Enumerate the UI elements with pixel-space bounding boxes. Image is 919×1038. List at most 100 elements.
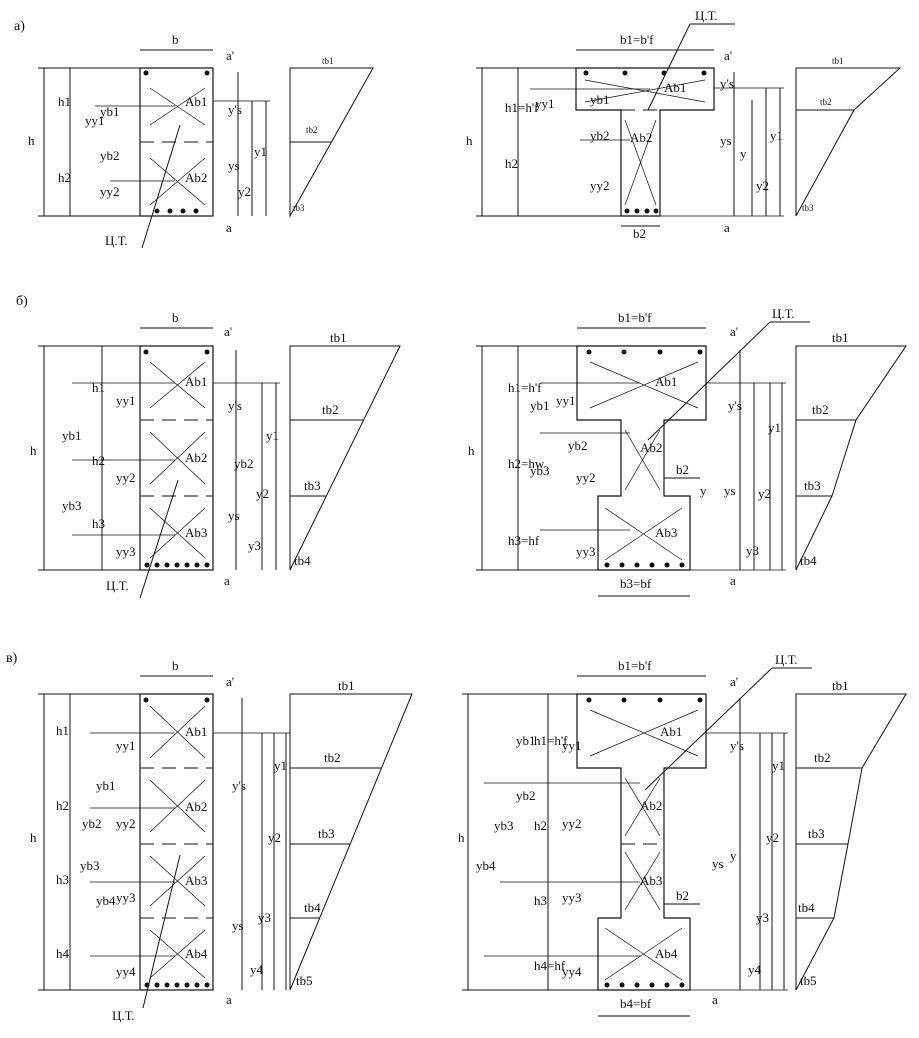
dim-label: y's [228,102,242,117]
dim-label: a' [724,48,732,63]
dim-label: h3 [56,872,69,887]
dim-label: h2 [505,156,518,171]
rebar-bottom [193,208,199,214]
rebar-bottom [664,982,670,988]
dim-label: a' [730,324,738,339]
dim-label: h2 [56,798,69,813]
panel-label-v: в) [6,651,18,666]
dim-label: h4 [56,946,70,961]
dim-label: yy3 [576,544,596,559]
stress-label: tb3 [293,203,305,213]
rebar-bottom [624,208,630,214]
dim-label: yy3 [562,890,582,905]
diag [589,709,699,757]
stress-label: tb5 [800,973,817,988]
width-label: b [172,658,179,673]
rebar-bottom [664,562,670,568]
stress-label: tb1 [832,330,849,345]
stress-label: tb2 [820,97,832,107]
stress-label: tb4 [798,900,815,915]
rebar-bottom [154,208,160,214]
area-label: Ab2 [185,799,207,814]
dim-label: yb2 [516,788,536,803]
rebar-top [621,697,627,703]
dim-label: yy4 [562,964,582,979]
rebar-bottom [644,208,650,214]
dim-label: y1 [254,144,267,159]
width-label: b1=b'f [620,32,654,47]
dim-label: yb3 [530,463,550,478]
rebar-top [204,697,210,703]
rebar-bottom [154,982,160,988]
dim-label: a [730,573,736,588]
dim-label: yb2 [100,148,120,163]
section-outline [139,693,214,991]
rebar-top [586,697,592,703]
dim-label: h3 [534,893,547,908]
rebar-bottom [649,982,655,988]
stress-label: tb1 [322,56,334,66]
area-label: Ab1 [664,80,686,95]
area-label: Ab2 [630,130,652,145]
rebar-bottom [619,562,625,568]
panel-v-right-section: Ab1 Ab2 Ab3 Ab4 b1=b'f b2 b4=bf h h1=h'f… [458,652,812,1017]
panel-label-b: б) [16,294,28,309]
area-label: Ab1 [185,94,207,109]
rebar-bottom [167,208,173,214]
stress-label: tb3 [318,826,335,841]
dim-label: h1 [58,94,71,109]
dim-label: a [226,220,232,235]
width-label: b4=bf [620,996,652,1011]
rebar-bottom [649,562,655,568]
width-label: b2 [676,888,689,903]
dim-label: a' [226,48,234,63]
panel-v: в) Ab1 Ab2 Ab3 Ab4 [6,651,907,1023]
rebar-top [586,349,592,355]
dim-label: y2 [756,178,769,193]
dim-label: h2 [92,453,105,468]
dim-label: h1 [92,380,105,395]
rebar-bottom [653,208,659,214]
dim-label: yb1 [100,104,120,119]
diag [624,429,661,491]
dim-label: a [712,992,718,1007]
dim-label: yb4 [476,858,496,873]
area-label: Ab3 [655,525,677,540]
width-label: b2 [676,462,689,477]
dim-label: yy3 [116,544,136,559]
rebar-top [143,349,149,355]
rebar-bottom [634,208,640,214]
area-label: Ab1 [655,374,677,389]
panel-a-right-section: Ab1 Ab2 b1=b'f b2 h h1=h'f h2 yy1 yb1 yb… [466,8,784,241]
stress-label: tb2 [814,750,831,765]
height-label: h [466,133,473,148]
area-label: Ab3 [640,873,662,888]
diag [604,507,683,561]
stress-label: tb5 [296,973,313,988]
diag [624,119,657,206]
dim-label: h1=h'f [534,733,568,748]
rebar-top [622,70,628,76]
dim-label: y3 [746,543,759,558]
dim-label: a [224,573,230,588]
dim-label: y's [728,398,742,413]
rebar-bottom [174,982,180,988]
width-label: b3=bf [620,576,652,591]
stress-label: tb1 [330,330,347,345]
panel-b-left-section: Ab1 Ab2 Ab3 b h h1 h2 h3 yb1 yb3 yy1 yy2… [30,310,280,599]
leader-line [644,667,773,791]
dim-label: yy1 [116,393,136,408]
area-label: Ab3 [185,873,207,888]
rebar-bottom [634,982,640,988]
dim-label: yy3 [116,890,136,905]
stress-label: tb4 [800,553,817,568]
dim-label: yy1 [556,393,576,408]
dim-label: y1 [266,428,279,443]
area-label: Ab4 [655,946,678,961]
rebar-bottom [204,982,210,988]
rebar-bottom [144,562,150,568]
dim-label: yb2 [82,816,102,831]
dim-label: h3=hf [508,533,540,548]
dim-label: yy1 [116,738,136,753]
panel-a-right-diagram: tb1 tb2 tb3 [795,56,902,217]
